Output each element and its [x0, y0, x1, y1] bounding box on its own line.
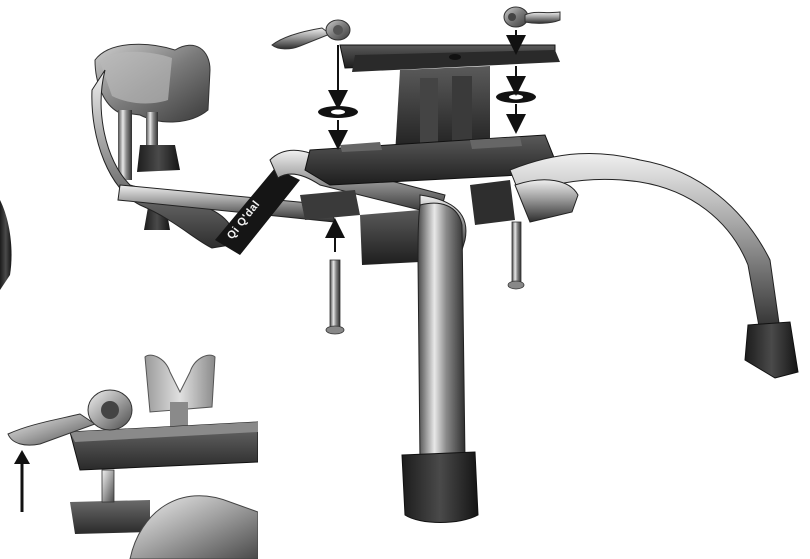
lever-left [272, 20, 350, 49]
detail-inset [0, 352, 258, 559]
bottom-bolt-right [508, 222, 524, 289]
platform-hole [449, 54, 461, 60]
washer-left [318, 106, 358, 118]
inset-bolt [102, 470, 114, 502]
bottom-bolt-left [326, 260, 344, 334]
rear-left-leg [515, 180, 578, 222]
left-edge-object [0, 200, 12, 290]
lever-right [504, 7, 560, 27]
head-pad [95, 44, 210, 122]
inset-v-pad [145, 355, 215, 427]
inset-arrow-up [14, 450, 30, 512]
washer-right [496, 91, 536, 103]
